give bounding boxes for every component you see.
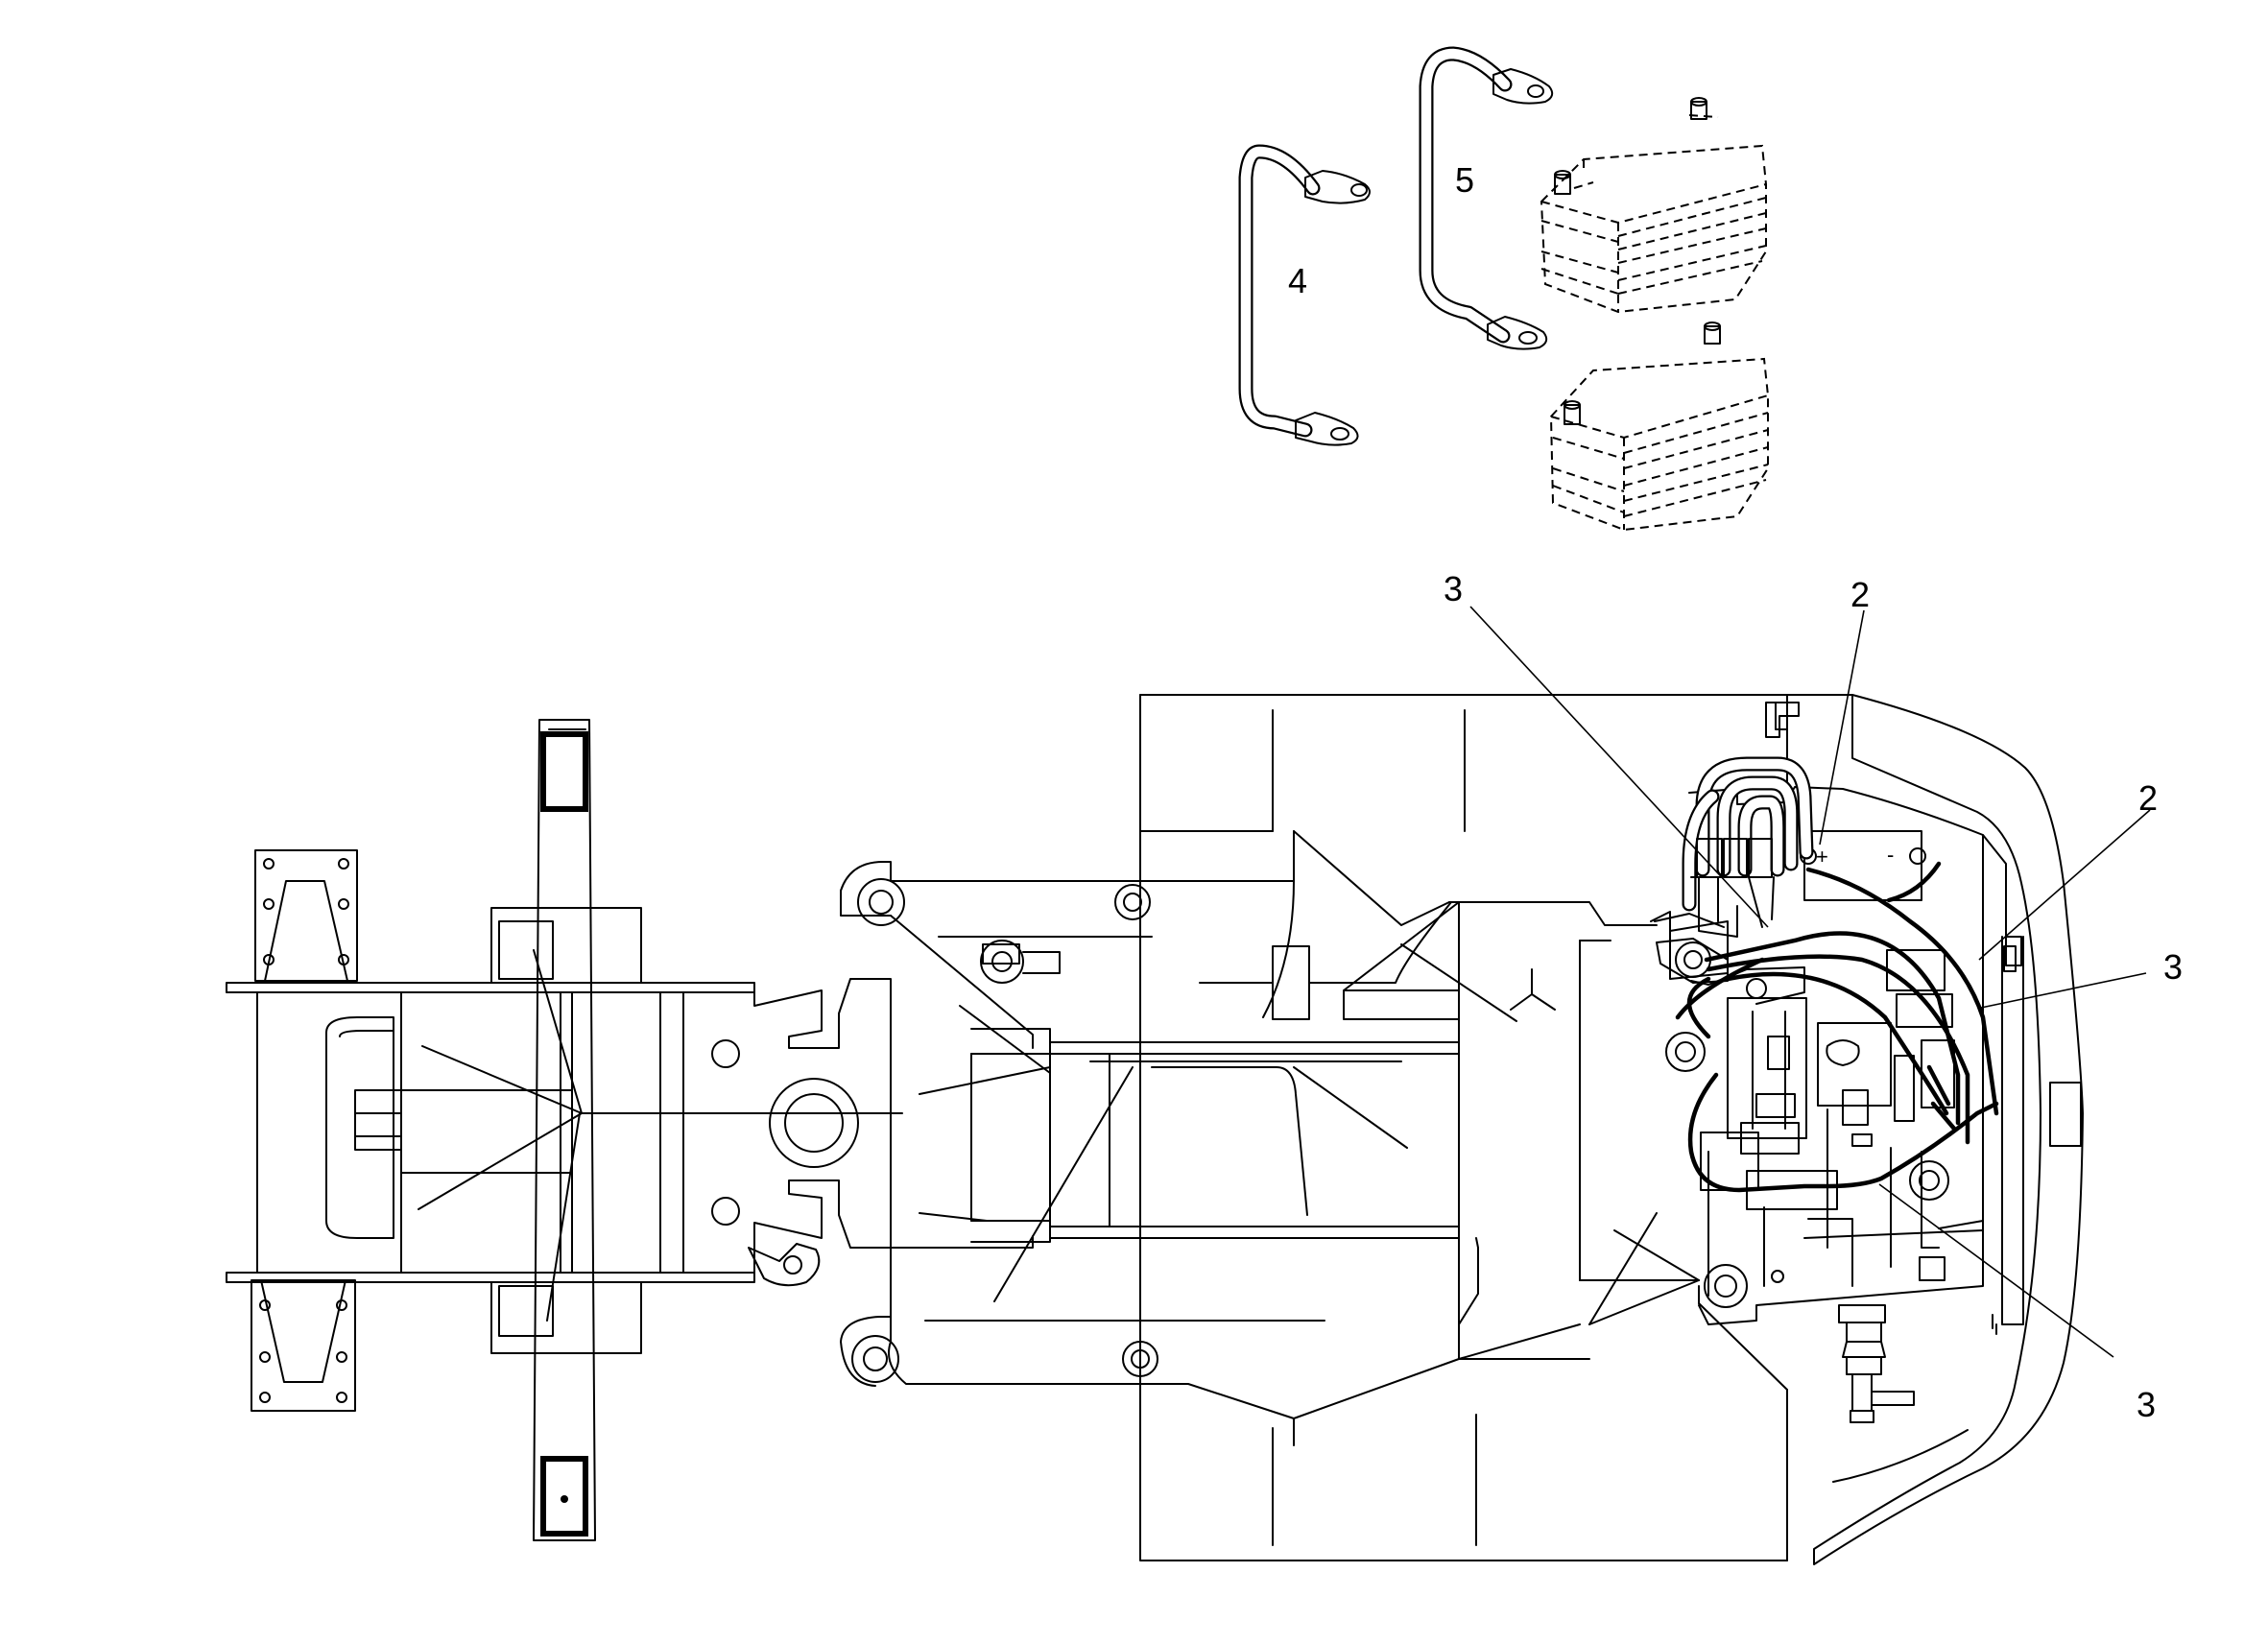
- chassis-frame: [840, 694, 1788, 1561]
- battery-post-icon: [1554, 170, 1571, 195]
- bolt-icon: [1826, 1039, 1860, 1066]
- leader-3-right: [1980, 972, 2147, 1009]
- battery-post-icon: [1564, 400, 1581, 425]
- ring-terminal-icon: [1295, 412, 1359, 446]
- mount-plate-lower: [251, 1279, 356, 1412]
- battery-post-icon: [1690, 97, 1707, 120]
- axle-beam: [533, 719, 596, 1541]
- pivot-ring-icon: [769, 1078, 859, 1168]
- battery-clamp-terminal: [1654, 913, 1729, 984]
- ring-terminal-icon: [1492, 68, 1554, 105]
- hitch-assembly: [1838, 1304, 1915, 1423]
- mount-plate-upper: [254, 849, 358, 982]
- callout-3-bottom: 3: [2137, 1385, 2156, 1424]
- battery-lower: [1549, 322, 1769, 532]
- leader-3-top: [1469, 606, 1769, 928]
- battery-post-icon: [1704, 322, 1721, 345]
- front-axle-assembly: [226, 719, 903, 1541]
- callout-4: 4: [1288, 261, 1307, 300]
- callout-2-right: 2: [2138, 778, 2158, 818]
- callout-leaders: [1469, 606, 2151, 1358]
- callout-3-right: 3: [2163, 947, 2183, 987]
- battery-cable-4: 4: [1238, 144, 1371, 446]
- pivot-point-icon: [561, 1495, 568, 1503]
- rear-hood: [1765, 694, 2084, 1565]
- callout-5: 5: [1455, 160, 1474, 200]
- battery-cable-5: 5: [1419, 46, 1554, 350]
- callout-3-top: 3: [1444, 569, 1463, 608]
- ring-terminal-icon: [1304, 170, 1371, 204]
- leader-2-right: [1978, 809, 2151, 961]
- ring-terminal-icon: [1487, 316, 1548, 350]
- leader-3-bottom: [1878, 1183, 2114, 1358]
- callout-2-top: 2: [1850, 575, 1870, 614]
- articulation-joint: [711, 978, 892, 1287]
- lever-tab: [982, 943, 1020, 965]
- wiring-harness: [1654, 756, 1999, 1193]
- positive-terminal-label: +: [1816, 845, 1828, 869]
- leader-2-top: [1819, 609, 1865, 846]
- negative-terminal-icon: [1909, 847, 1926, 865]
- battery-upper: [1540, 97, 1767, 314]
- engine-bay: + -: [1650, 786, 2017, 1423]
- negative-terminal-label: -: [1887, 843, 1894, 867]
